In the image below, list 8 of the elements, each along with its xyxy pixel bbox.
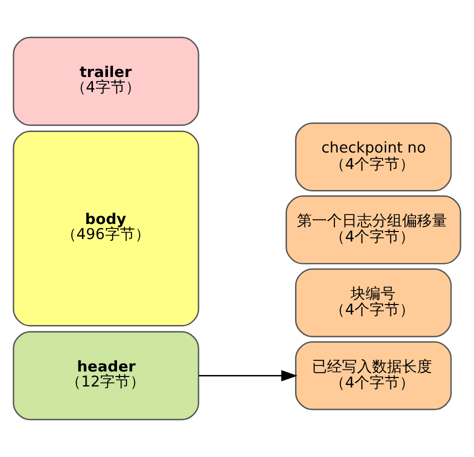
node-box: header （12字节） bbox=[12, 331, 200, 420]
arrow bbox=[198, 370, 298, 382]
node-box: trailer （4字节） bbox=[12, 36, 200, 126]
node-box: 块编号 （4个字节） bbox=[295, 268, 452, 338]
node-box: checkpoint no （4个字节） bbox=[295, 122, 452, 192]
node-box: 第一个日志分组偏移量 （4个字节） bbox=[286, 195, 462, 264]
node-box: body （496字节） bbox=[12, 130, 200, 326]
node-box: 已经写入数据长度 （4个字节） bbox=[295, 341, 452, 410]
